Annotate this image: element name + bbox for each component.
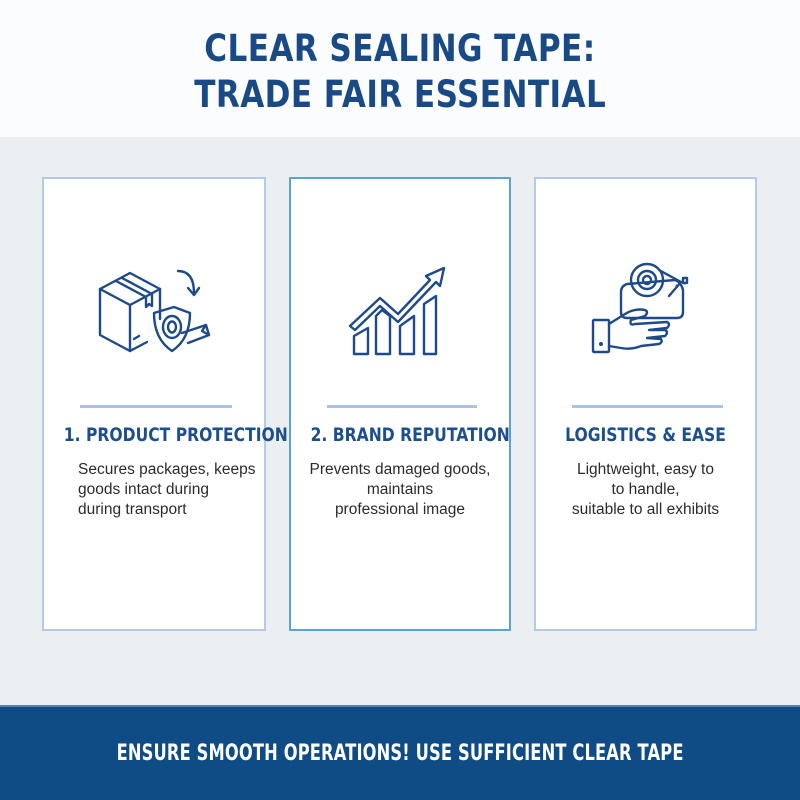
card-product-protection: 1. PRODUCT PROTECTION Secures packages, …: [42, 177, 288, 631]
banner-text: ENSURE SMOOTH OPERATIONS! USE SUFFICIENT…: [116, 741, 684, 766]
card-title: 1. PRODUCT PROTECTION: [63, 424, 288, 446]
card-logistics-ease: LOGISTICS & EASE Lightweight, easy to to…: [534, 177, 757, 631]
box-with-tape-shield-icon: [44, 254, 264, 364]
card-description-line: goods intact during: [78, 481, 209, 498]
hand-holding-tape-dispenser-icon: [536, 254, 755, 364]
card-brand-reputation: 2. BRAND REPUTATION Prevents damaged goo…: [289, 177, 511, 631]
card-description-line: during transport: [78, 501, 187, 518]
card-description-line: Secures packages, keeps: [78, 461, 256, 478]
card-description: Secures packages, keeps goods intact dur…: [44, 460, 264, 520]
card-divider: [327, 405, 477, 408]
card-divider: [80, 405, 232, 408]
card-description-line: Lightweight, easy to: [576, 461, 714, 478]
rising-bar-chart-icon: [291, 254, 509, 364]
header: CLEAR SEALING TAPE: TRADE FAIR ESSENTIAL: [0, 0, 800, 137]
card-description-line: maintains: [366, 481, 434, 498]
card-description: Prevents damaged goods, maintains profes…: [291, 460, 509, 520]
card-description-line: to handle,: [611, 481, 680, 498]
footer-banner: ENSURE SMOOTH OPERATIONS! USE SUFFICIENT…: [0, 705, 800, 800]
card-title: LOGISTICS & EASE: [565, 424, 726, 446]
card-divider: [572, 405, 723, 408]
page-title-line-2: TRADE FAIR ESSENTIAL: [194, 72, 606, 116]
card-description-line: professional image: [334, 501, 466, 518]
card-title: 2. BRAND REPUTATION: [310, 424, 510, 446]
card-description-line: suitable to all exhibits: [571, 501, 720, 518]
card-description-line: Prevents damaged goods,: [309, 461, 491, 478]
card-description: Lightweight, easy to to handle, suitable…: [536, 460, 755, 520]
page-title-line-1: CLEAR SEALING TAPE:: [204, 26, 596, 70]
